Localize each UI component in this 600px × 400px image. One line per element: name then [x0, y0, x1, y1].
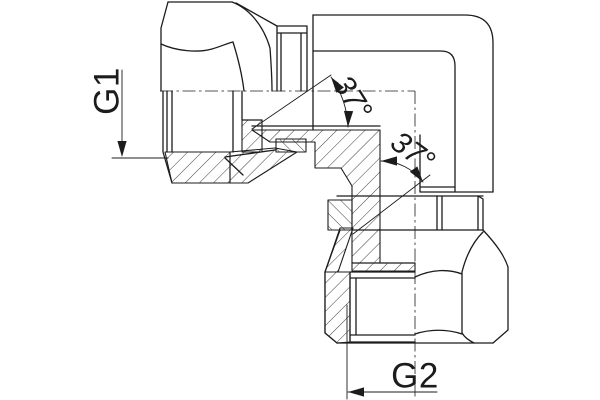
g2-arrowhead	[348, 387, 364, 397]
g1-label: G1	[87, 67, 126, 115]
angle-top-arrow-end	[343, 110, 354, 127]
g2-label: G2	[391, 356, 439, 395]
flare-reference-line-top	[251, 74, 332, 130]
angle-bottom-label: 37°	[384, 125, 440, 178]
nut1-outline	[160, 1, 308, 184]
section-hatching	[164, 119, 416, 344]
elbow-body-outline	[251, 14, 494, 193]
dimension-g2: G2	[346, 304, 439, 400]
flare-reference-line-bottom	[352, 174, 431, 235]
angle-bottom-arrow-end	[409, 166, 423, 182]
nut1-collar-hatch	[241, 119, 263, 153]
nut2-outline	[324, 195, 509, 344]
angle-bottom-arrow-start	[381, 156, 397, 166]
sleeve2-section-hatch	[327, 199, 353, 231]
nut1-nose-hatch	[229, 147, 298, 184]
angle-top-arrow-start	[331, 77, 344, 93]
g1-arrowhead	[117, 141, 127, 157]
sleeve1-section-hatch	[275, 138, 307, 153]
nut2-wall-hatch	[324, 271, 351, 344]
centerlines	[160, 90, 416, 398]
angle-top-label: 37°	[326, 70, 378, 126]
dimension-g1: G1	[87, 67, 169, 159]
dimension-angle-top: 37°	[251, 70, 378, 130]
nut1-section-hatch	[164, 151, 231, 184]
